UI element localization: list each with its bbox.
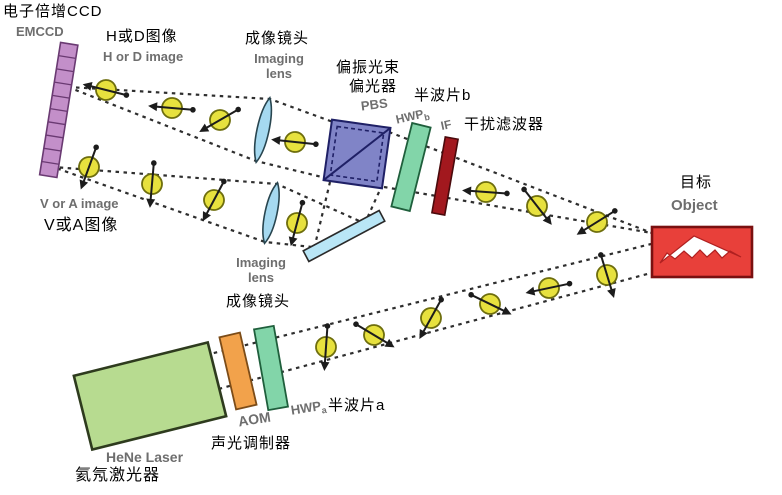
stealth-aircraft-icon	[659, 235, 742, 264]
label-emccd-en: EMCCD	[16, 24, 64, 39]
label-if-cjk: 干扰滤波器	[464, 116, 545, 133]
beam-return-top-edge	[388, 130, 653, 235]
polarization-marker	[202, 178, 227, 222]
hwpb-slab	[390, 121, 432, 213]
polarization-marker	[468, 291, 512, 315]
label-aom-cjk: 声光调制器	[211, 435, 292, 452]
polarization-marker	[525, 277, 573, 299]
polarization-marker	[82, 79, 130, 101]
hwpb-sub: b	[423, 111, 431, 123]
mirror	[302, 209, 386, 263]
polarization-marker	[462, 181, 510, 203]
label-target-cjk: 目标	[680, 174, 713, 191]
hwpa-slab	[252, 324, 290, 412]
polarization-marker	[596, 252, 618, 298]
imaging-lens-bottom-shape	[262, 181, 280, 245]
lens-glass	[262, 181, 280, 245]
polarization-marker	[286, 199, 308, 247]
label-target-en: Object	[671, 197, 718, 214]
label-pbs-cjk-line1: 偏振光束	[336, 59, 401, 76]
polarization-markers-layer	[78, 79, 618, 371]
label-imaging-line2: lens	[247, 269, 274, 285]
polarization-marker	[141, 160, 163, 208]
pbs-diagonal	[323, 127, 391, 181]
pbs-cube	[322, 118, 392, 190]
aom-modulator	[218, 331, 258, 411]
emccd-detector	[38, 41, 79, 179]
laser-body	[72, 340, 228, 452]
half-wave-plate-a	[252, 324, 290, 412]
label-imaging-lens-top-cjk: 成像镜头	[245, 30, 310, 47]
label-imaging-lens-bottom-en: Imaging lens	[230, 255, 292, 286]
label-va-image-en: V or A image	[40, 196, 119, 211]
half-wave-plate-b	[390, 121, 432, 213]
label-imaging-lens-top-en: Imaging lens	[248, 51, 310, 82]
label-imaging-lens-bottom-cjk: 成像镜头	[226, 293, 291, 310]
hene-laser	[72, 340, 228, 452]
polarization-marker	[148, 97, 196, 119]
label-imaging-line1: Imaging	[254, 51, 304, 66]
polarization-marker	[353, 321, 395, 348]
label-hd-image-cjk: H或D图像	[106, 28, 178, 45]
label-laser-en: HeNe Laser	[106, 449, 184, 465]
label-laser-cjk: 氦氖激光器	[75, 467, 161, 484]
label-pbs-cjk-line2: 偏光器	[349, 78, 398, 95]
label-imaging-line2: lens	[265, 65, 292, 81]
beam-return-bottom-edge	[383, 185, 653, 235]
interference-filter	[430, 136, 460, 216]
label-emccd-cjk: 电子倍增CCD	[3, 3, 103, 20]
lens-glass	[253, 96, 273, 164]
aom-slab	[218, 331, 258, 411]
emccd-segment-lines	[41, 55, 76, 165]
label-imaging-line1: Imaging	[236, 255, 286, 270]
polarization-marker	[78, 144, 100, 190]
polarization-marker	[521, 186, 552, 225]
hwpa-base: HWP	[289, 398, 323, 418]
label-va-image-cjk: V或A图像	[44, 217, 119, 234]
polarization-marker	[199, 106, 241, 132]
pbs-inner-dashed	[329, 125, 385, 183]
imaging-lens-top-shape	[253, 96, 273, 164]
label-hd-image-en: H or D image	[103, 49, 184, 64]
label-hwpa-cjk: 半波片a	[328, 397, 386, 414]
beam-pbs-to-mirror-left	[313, 181, 332, 246]
label-hwpb-cjk: 半波片b	[414, 87, 472, 104]
target-object	[650, 225, 754, 279]
polarization-marker	[576, 208, 618, 235]
polarization-marker	[271, 131, 319, 153]
polarization-marker	[315, 323, 337, 371]
polarization-marker	[419, 296, 444, 339]
mirror-slab	[302, 209, 386, 263]
beam-pbs-to-mirror-right	[363, 191, 381, 224]
if-slab	[430, 136, 460, 216]
